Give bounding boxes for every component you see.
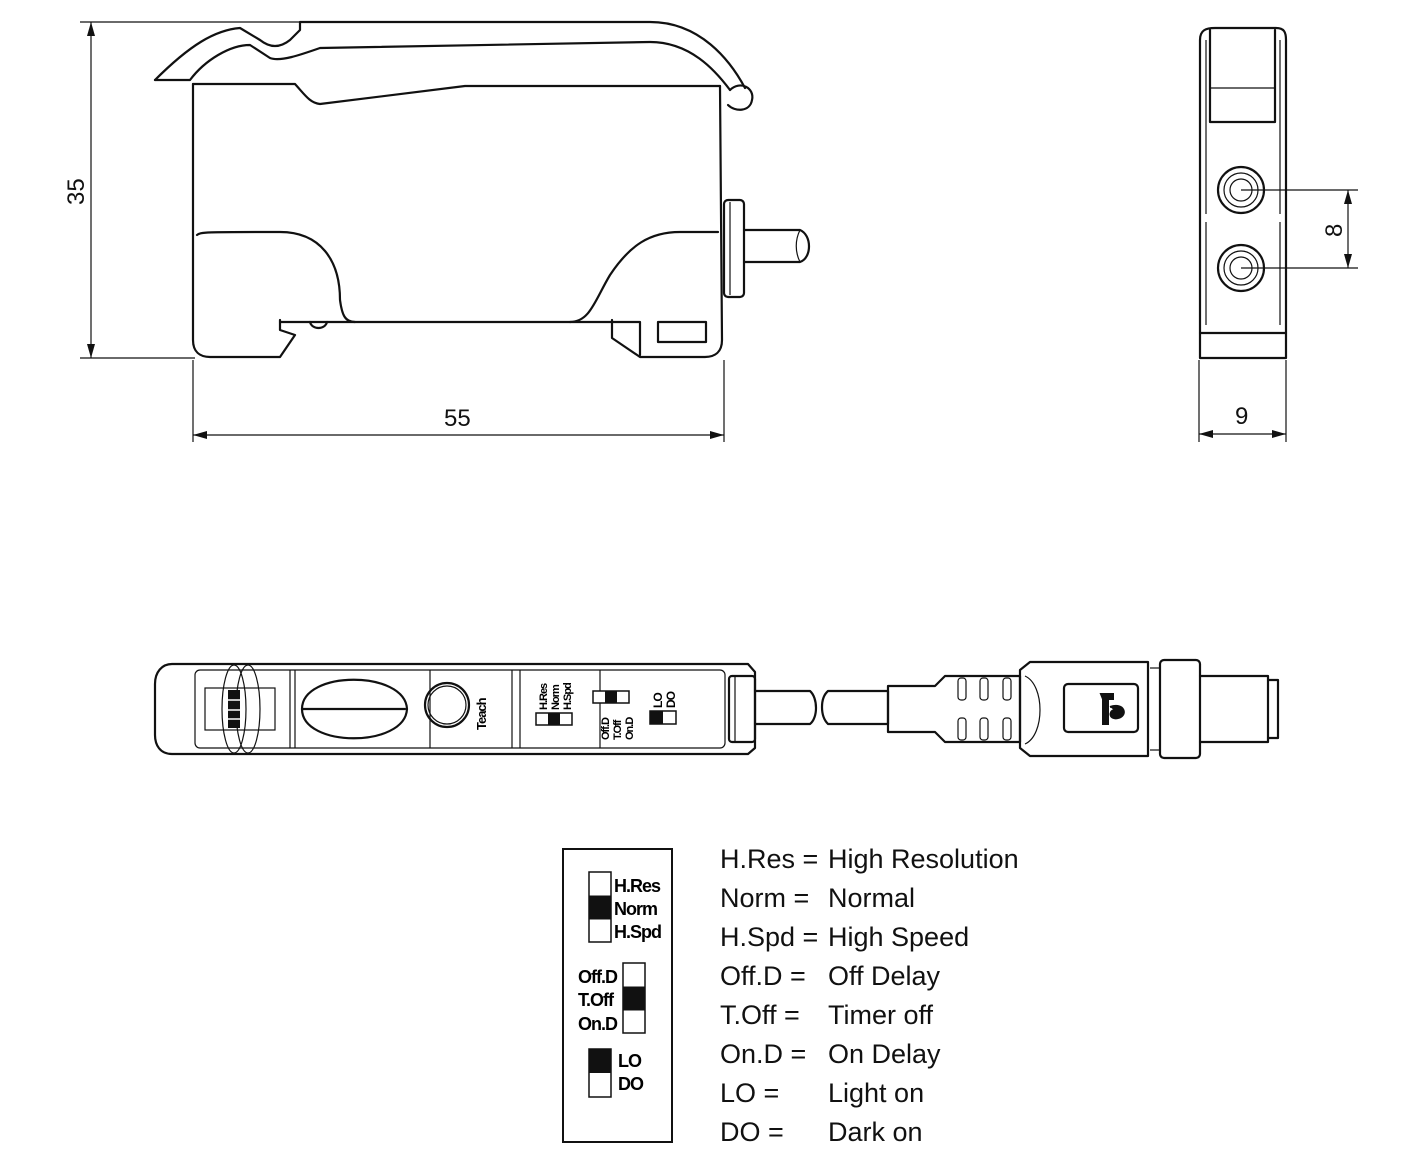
legend-label-ond: On.D xyxy=(578,1014,618,1034)
definition-abbr: On.D = xyxy=(720,1039,806,1069)
legend-timer-switch: Off.D T.Off On.D xyxy=(578,962,646,1034)
device-label-hres: H.Res xyxy=(538,683,550,710)
device-label-toff: T.Off xyxy=(612,719,624,740)
dimension-width-label: 55 xyxy=(444,405,471,432)
definition-abbr: DO = xyxy=(720,1117,784,1147)
legend-label-offd: Off.D xyxy=(578,967,618,987)
legend-label-lo: LO xyxy=(618,1051,642,1071)
dimension-depth-label: 9 xyxy=(1235,403,1248,430)
definition-meaning: Dark on xyxy=(828,1117,923,1147)
legend-label-norm: Norm xyxy=(614,899,657,919)
legend-label-toff: T.Off xyxy=(578,990,615,1010)
side-view xyxy=(153,20,811,359)
device-label-norm: Norm xyxy=(550,684,562,710)
legend-label-hspd: H.Spd xyxy=(614,922,661,942)
dimension-depth: 9 xyxy=(1198,360,1287,442)
definition-meaning: Normal xyxy=(828,883,915,913)
brand-logo xyxy=(1099,693,1125,725)
device-label-do: DO xyxy=(664,691,678,708)
device-mode-switch[interactable]: LO DO xyxy=(649,691,678,725)
device-label-ond: On.D xyxy=(624,717,636,740)
slide-grip xyxy=(228,690,240,728)
definition-meaning: Timer off xyxy=(828,1000,934,1030)
device-label-hspd: H.Spd xyxy=(562,683,574,710)
legend-speed-switch: H.Res Norm H.Spd xyxy=(588,871,662,943)
switch-legend-box: H.Res Norm H.Spd Off.D T.Off On.D LO DO xyxy=(562,848,673,1143)
definition-abbr: LO = xyxy=(720,1078,779,1108)
front-view xyxy=(1198,26,1288,360)
dimension-height: 35 xyxy=(63,21,300,359)
teach-label: Teach xyxy=(474,697,489,730)
device-label-offd: Off.D xyxy=(600,717,612,740)
dimension-port-spacing-label: 8 xyxy=(1321,224,1348,237)
legend-mode-switch: LO DO xyxy=(588,1048,645,1098)
definition-abbr: H.Spd = xyxy=(720,922,818,952)
top-view: Teach H.Res Norm H.Spd Off.D T.Off On.D … xyxy=(153,658,1280,760)
teach-button[interactable] xyxy=(423,681,471,729)
definition-meaning: On Delay xyxy=(828,1039,941,1069)
definition-abbr: Norm = xyxy=(720,883,809,913)
dimension-port-spacing: 8 xyxy=(1241,189,1358,269)
definition-meaning: High Speed xyxy=(828,922,969,952)
abbreviation-definitions: H.Res = High Resolution Norm = Normal H.… xyxy=(720,844,1019,1147)
legend-label-do: DO xyxy=(618,1074,644,1094)
definition-meaning: Off Delay xyxy=(828,961,941,991)
adjustment-dial[interactable] xyxy=(300,678,409,740)
definition-abbr: Off.D = xyxy=(720,961,806,991)
definition-abbr: H.Res = xyxy=(720,844,818,874)
definition-abbr: T.Off = xyxy=(720,1000,800,1030)
definition-meaning: High Resolution xyxy=(828,844,1019,874)
dimension-width: 55 xyxy=(192,360,725,442)
definition-meaning: Light on xyxy=(828,1078,924,1108)
legend-label-hres: H.Res xyxy=(614,876,661,896)
device-label-lo: LO xyxy=(651,693,665,708)
device-speed-switch[interactable]: H.Res Norm H.Spd xyxy=(535,683,574,726)
device-timer-switch[interactable]: Off.D T.Off On.D xyxy=(592,690,636,740)
dimension-height-label: 35 xyxy=(63,178,90,205)
